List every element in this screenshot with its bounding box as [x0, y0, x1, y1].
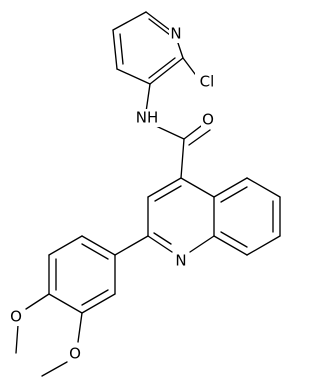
- quinoline-bond-c3-c4-inner: [154, 185, 182, 202]
- phenyl-bond-c2-c3-inner: [81, 289, 109, 306]
- quinoline-n-label-bg: [174, 252, 189, 270]
- pyridine-ring: [112, 11, 184, 85]
- dimethoxyphenyl-ring: [48, 235, 149, 314]
- methoxy-bottom-o-bond: [77, 312, 83, 343]
- benzo-bond-c4a-c5: [213, 177, 248, 198]
- methoxy-top-methyl-bond: [15, 324, 19, 354]
- benzo-bond-c8-c8a-inner: [220, 231, 248, 248]
- benzo-bond-c7-c8: [246, 235, 281, 256]
- phenyl-bond-c3-c4: [48, 293, 83, 314]
- benzo-bond-c5-c6: [246, 177, 281, 198]
- amide-nh-label: NH: [136, 109, 159, 127]
- carbonyl-double-bond-inner: [188, 129, 211, 146]
- amide-nh-label-bg: [132, 109, 163, 127]
- carbonyl-o-label-bg: [201, 111, 216, 129]
- methoxy-bottom-methyl-bond: [41, 361, 68, 377]
- pyridine-bond-c4-c5-inner: [119, 33, 124, 65]
- methoxy-top-o-label-bg: [9, 308, 24, 326]
- chlorine-label-bg: [195, 73, 219, 91]
- carbonyl-to-quinoline-bond: [180, 138, 185, 179]
- pyridine-bond-c3-c4: [116, 68, 151, 85]
- amide-linkage: [145, 57, 211, 179]
- quinoline-bond-c4-c4a: [180, 177, 215, 198]
- pyridine-bond-c2-c3: [149, 57, 184, 85]
- benzo-bond-c8-c8a: [213, 235, 248, 256]
- pyridine-to-nh-bond: [145, 83, 151, 113]
- methoxy-bottom-o-label: O: [69, 345, 81, 363]
- phenyl-bond-c5-c6: [48, 235, 83, 256]
- chemical-structure-diagram: N Cl NH O N O O: [9, 11, 281, 377]
- chlorine-label: Cl: [200, 73, 215, 91]
- phenyl-bond-c6-c1-inner: [81, 243, 109, 260]
- methoxy-top-o-bond: [25, 293, 50, 310]
- methoxy-bottom-o-label-bg: [68, 345, 83, 363]
- quinoline-bond-n1-c2: [147, 235, 173, 253]
- quinoline-ring: [147, 177, 281, 256]
- benzo-bond-c4a-c5-inner: [220, 186, 248, 203]
- quinoline-bond-n1-c2-inner: [153, 232, 172, 245]
- aryl-link-bond: [114, 235, 149, 256]
- pyridine-n-label-bg: [169, 25, 183, 43]
- pyridine-bond-c5-c6: [112, 11, 147, 31]
- quinoline-bond-c8a-n1: [189, 235, 215, 253]
- pyridine-n-label: N: [170, 25, 181, 43]
- phenyl-bond-c2-c3: [81, 293, 116, 314]
- quinoline-n-label: N: [175, 252, 186, 270]
- atom-labels: N Cl NH O N O O: [9, 25, 219, 363]
- pyridine-bond-c2-c3-inner: [148, 57, 176, 79]
- pyridine-bond-c6-n-inner: [148, 18, 171, 36]
- molecule-drawing: N Cl NH O N O O: [9, 11, 281, 377]
- quinoline-bond-c3-c4: [147, 177, 182, 198]
- pyridine-bond-c4-c5: [112, 29, 118, 70]
- methoxy-groups: [15, 293, 83, 377]
- carbonyl-o-label: O: [202, 111, 214, 129]
- methoxy-top-o-label: O: [10, 308, 22, 326]
- nh-to-carbonyl-bond: [155, 125, 185, 140]
- phenyl-bond-c6-c1: [81, 235, 116, 256]
